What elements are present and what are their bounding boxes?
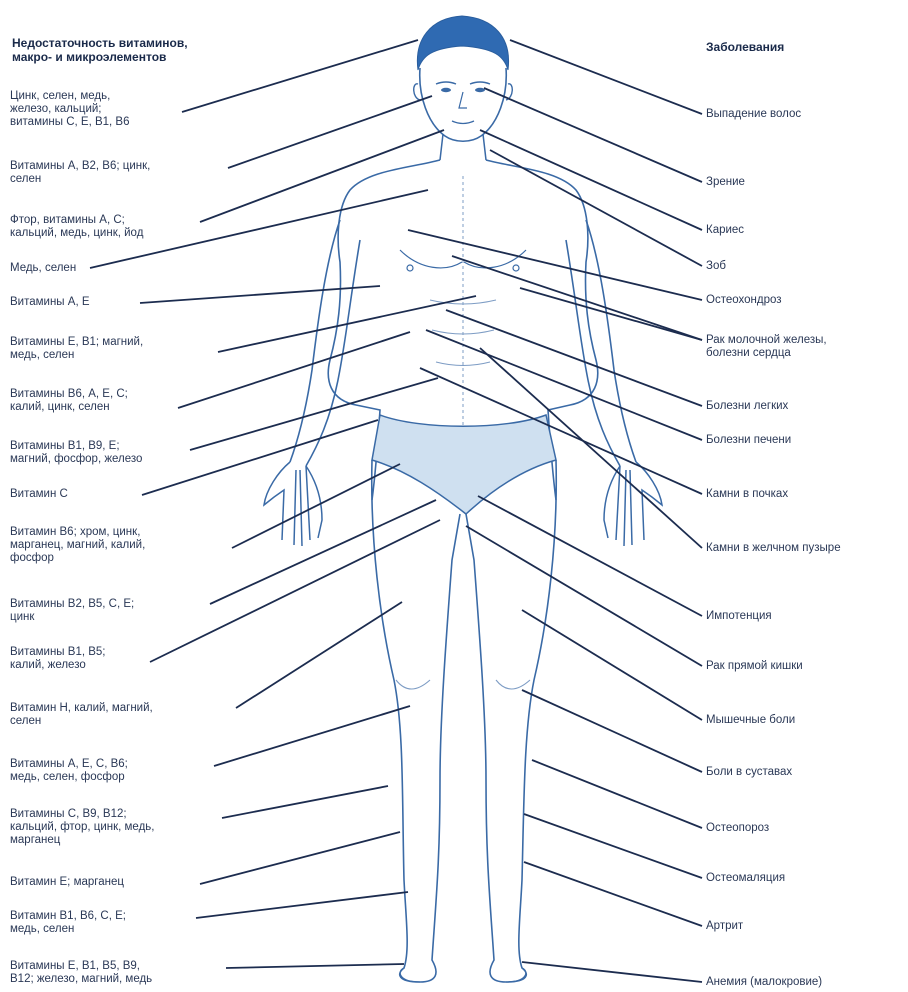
left-leader-line [228, 96, 432, 168]
disease-label: Камни в желчном пузыре [706, 542, 841, 555]
left-leader-line [140, 286, 380, 303]
right-leader-line [466, 526, 702, 666]
disease-label: Камни в почках [706, 488, 788, 501]
deficiency-label: Витамины В2, В5, С, Е; цинк [10, 598, 134, 624]
disease-label: Остеомаляция [706, 872, 785, 885]
right-leader-line [524, 814, 702, 878]
deficiency-label: Витамин В6; хром, цинк, марганец, магний… [10, 526, 145, 565]
deficiency-label: Витамин Е; марганец [10, 876, 124, 889]
right-leader-line [452, 256, 702, 340]
deficiency-label: Медь, селен [10, 262, 76, 275]
right-leader-line [522, 690, 702, 772]
left-leader-line [196, 892, 408, 918]
left-leader-line [182, 40, 418, 112]
deficiency-label: Витамин В1, В6, С, Е; медь, селен [10, 910, 126, 936]
disease-label: Болезни легких [706, 400, 788, 413]
disease-label: Кариес [706, 224, 744, 237]
deficiency-label: Витамины А, Е, С, В6; медь, селен, фосфо… [10, 758, 128, 784]
deficiency-label: Витамины Е, В1, В5, В9, В12; железо, маг… [10, 960, 152, 986]
left-leader-line [222, 786, 388, 818]
left-leader-line [142, 420, 378, 495]
deficiency-label: Витамины А, Е [10, 296, 90, 309]
deficiency-label: Витамины В6, А, Е, С; калий, цинк, селен [10, 388, 128, 414]
disease-label: Импотенция [706, 610, 772, 623]
right-leader-line [420, 368, 702, 494]
right-leader-line [446, 310, 702, 406]
right-leader-line [510, 40, 702, 114]
deficiency-label: Витамины А, В2, В6; цинк, селен [10, 160, 150, 186]
disease-label: Анемия (малокровие) [706, 976, 822, 989]
deficiency-label: Витамины С, В9, В12; кальций, фтор, цинк… [10, 808, 154, 847]
right-column-header: Заболевания [706, 40, 784, 54]
deficiency-label: Фтор, витамины А, С; кальций, медь, цинк… [10, 214, 143, 240]
deficiency-label: Витамины В1, В9, Е; магний, фосфор, желе… [10, 440, 142, 466]
deficiency-label: Цинк, селен, медь, железо, кальций; вита… [10, 90, 130, 129]
deficiency-label: Витамины Е, В1; магний, медь, селен [10, 336, 143, 362]
deficiency-label: Витамин Н, калий, магний, селен [10, 702, 153, 728]
disease-label: Рак молочной железы, болезни сердца [706, 334, 827, 360]
disease-label: Зоб [706, 260, 726, 273]
left-leader-line [218, 296, 476, 352]
right-leader-line [522, 610, 702, 720]
disease-label: Выпадение волос [706, 108, 801, 121]
left-leader-line [236, 602, 402, 708]
disease-label: Остеохондроз [706, 294, 782, 307]
right-leader-line [480, 130, 702, 230]
right-leader-line [408, 230, 702, 300]
left-leader-line [200, 832, 400, 884]
right-leader-line [532, 760, 702, 828]
disease-label: Боли в суставах [706, 766, 792, 779]
left-leader-line [226, 964, 404, 968]
left-leader-line [190, 378, 438, 450]
right-leader-line [480, 348, 702, 548]
left-leader-line [210, 500, 436, 604]
right-leader-line [520, 288, 702, 340]
disease-label: Остеопороз [706, 822, 769, 835]
right-leader-line [524, 862, 702, 926]
left-leader-line [232, 464, 400, 548]
left-leader-line [214, 706, 410, 766]
left-column-header: Недостаточность витаминов, макро- и микр… [12, 36, 188, 64]
right-leader-line [522, 962, 702, 982]
disease-label: Зрение [706, 176, 745, 189]
left-leader-line [150, 520, 440, 662]
disease-label: Болезни печени [706, 434, 791, 447]
disease-label: Рак прямой кишки [706, 660, 803, 673]
deficiency-label: Витамины В1, В5; калий, железо [10, 646, 106, 672]
left-leader-line [200, 130, 444, 222]
right-leader-line [478, 496, 702, 616]
deficiency-label: Витамин С [10, 488, 68, 501]
disease-label: Мышечные боли [706, 714, 795, 727]
disease-label: Артрит [706, 920, 743, 933]
